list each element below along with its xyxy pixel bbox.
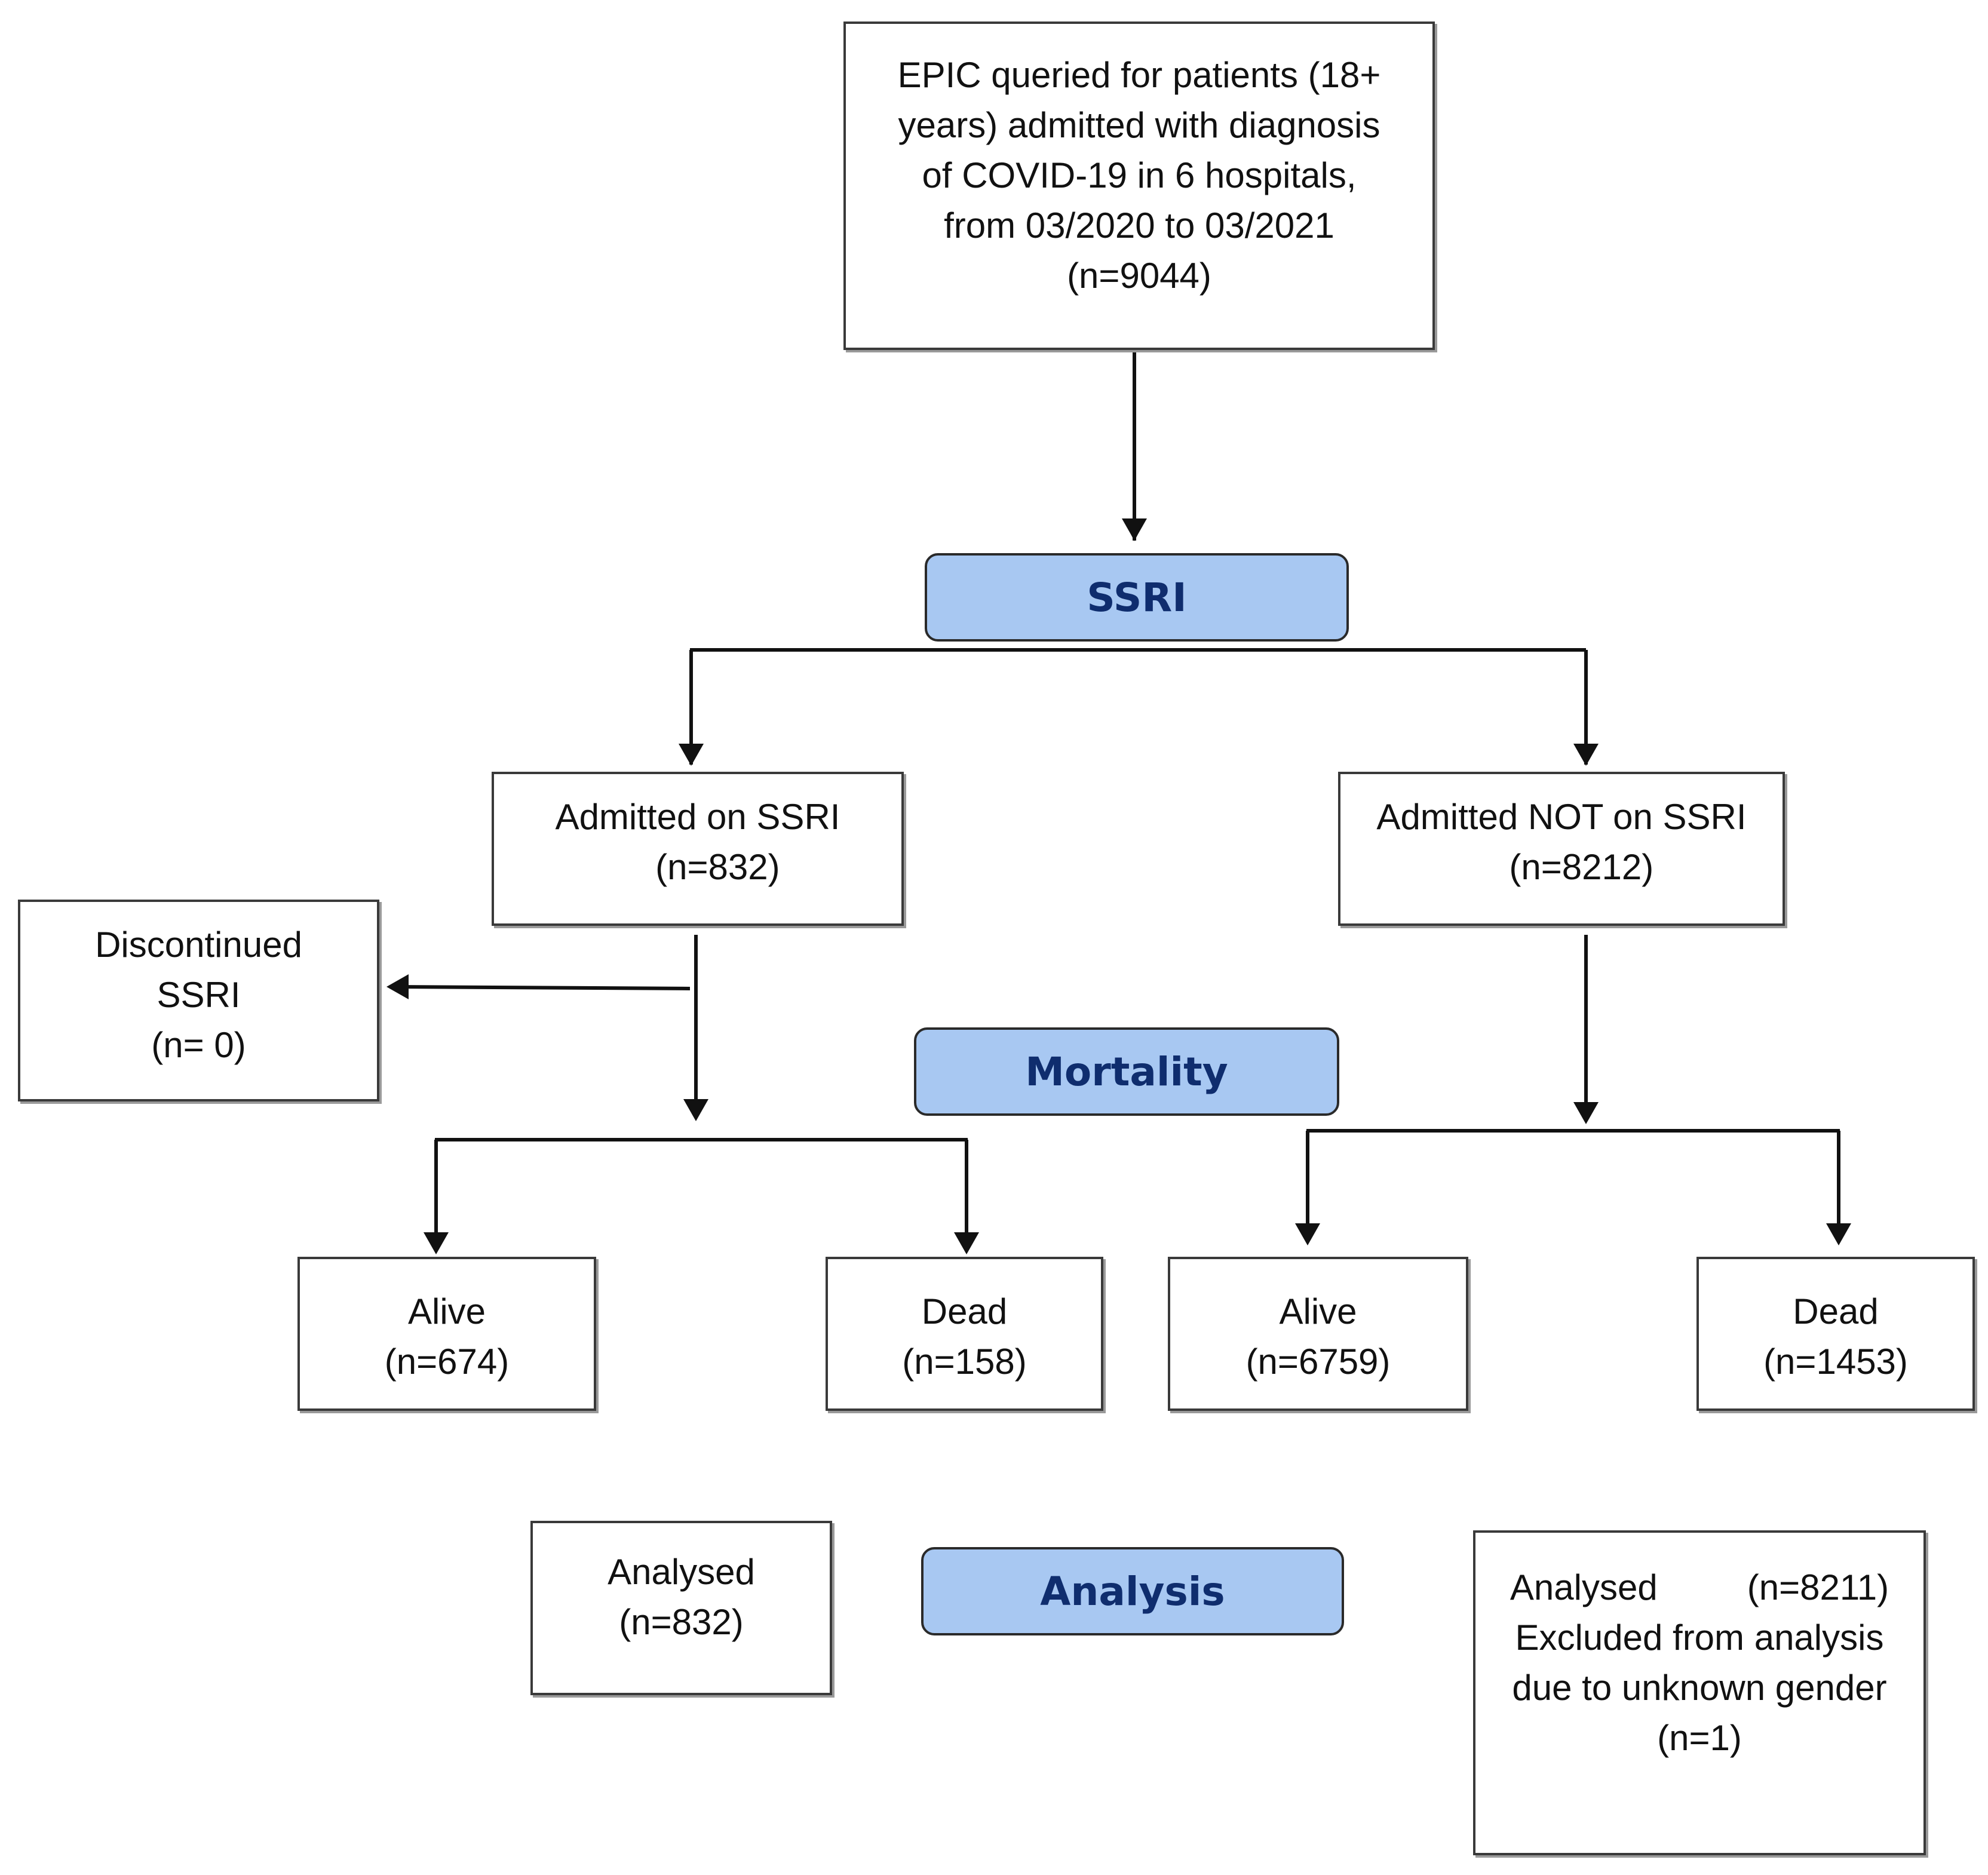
admitted-on-ssri-box: Admitted on SSRI (n=832) xyxy=(492,772,904,926)
nonssri-analysed-line-4: (n=1) xyxy=(1657,1718,1742,1758)
nonssri-analysed-line-2: Excluded from analysis xyxy=(1515,1618,1884,1658)
ssri-dead-box: Dead (n=158) xyxy=(826,1257,1103,1411)
source-line-5: (n=9044) xyxy=(1067,256,1211,296)
on-ssri-line-2: (n=832) xyxy=(615,847,780,887)
mortality-band: Mortality xyxy=(914,1027,1339,1116)
nonssri-dead-line-2: (n=1453) xyxy=(1763,1342,1908,1382)
nonssri-alive-line-1: Alive xyxy=(1279,1291,1357,1331)
mortality-band-label: Mortality xyxy=(1025,1048,1228,1095)
nonssri-dead-box: Dead (n=1453) xyxy=(1696,1257,1975,1411)
discontinued-line-3: (n= 0) xyxy=(151,1025,246,1065)
source-line-3: of COVID-19 in 6 hospitals, xyxy=(922,155,1357,195)
nonssri-alive-box: Alive (n=6759) xyxy=(1168,1257,1468,1411)
on-ssri-line-1: Admitted on SSRI xyxy=(555,797,840,837)
analysis-band: Analysis xyxy=(921,1547,1344,1635)
arrowhead-not-on-ssri xyxy=(1573,744,1599,766)
ssri-analysed-line-2: (n=832) xyxy=(619,1602,744,1642)
ssri-dead-line-2: (n=158) xyxy=(902,1342,1027,1382)
ssri-analysed-box: Analysed (n=832) xyxy=(530,1521,832,1695)
ssri-band-label: SSRI xyxy=(1087,574,1187,621)
arrowhead-ssri-mid xyxy=(683,1099,708,1121)
admitted-not-on-ssri-box: Admitted NOT on SSRI (n=8212) xyxy=(1338,772,1785,926)
discontinued-ssri-box: Discontinued SSRI (n= 0) xyxy=(18,900,379,1101)
arrowhead-nonssri-dead xyxy=(1826,1223,1851,1245)
nonssri-dead-line-1: Dead xyxy=(1793,1291,1879,1331)
nonssri-alive-line-2: (n=6759) xyxy=(1245,1342,1391,1382)
source-line-1: EPIC queried for patients (18+ xyxy=(897,55,1381,95)
nonssri-analysed-box: Analysed (n=8211) Excluded from analysis… xyxy=(1473,1530,1926,1855)
nonssri-analysed-line-3: due to unknown gender xyxy=(1512,1668,1887,1708)
nonssri-analysed-line-1: Analysed (n=8211) xyxy=(1510,1567,1889,1607)
not-on-ssri-line-1: Admitted NOT on SSRI xyxy=(1376,797,1747,837)
arrowhead-ssri-dead xyxy=(954,1232,979,1254)
source-line-2: years) admitted with diagnosis xyxy=(898,105,1380,145)
ssri-dead-line-1: Dead xyxy=(921,1291,1008,1331)
ssri-alive-box: Alive (n=674) xyxy=(297,1257,596,1411)
ssri-analysed-line-1: Analysed xyxy=(608,1552,755,1592)
ssri-band: SSRI xyxy=(925,553,1349,642)
arrowhead-ssri xyxy=(1122,518,1147,541)
discontinued-line-1: Discontinued xyxy=(95,925,302,965)
arrowhead-on-ssri xyxy=(679,744,704,766)
arrowhead-ssri-alive xyxy=(424,1232,449,1254)
analysis-band-label: Analysis xyxy=(1040,1568,1225,1615)
arrow-to-discontinued xyxy=(397,985,691,990)
arrowhead-nonssri-alive xyxy=(1295,1223,1320,1245)
discontinued-line-2: SSRI xyxy=(157,975,241,1015)
arrowhead-discontinued xyxy=(386,974,409,999)
ssri-alive-line-1: Alive xyxy=(407,1291,486,1331)
not-on-ssri-line-2: (n=8212) xyxy=(1469,847,1654,887)
arrowhead-nonssri-mid xyxy=(1573,1102,1599,1124)
source-line-4: from 03/2020 to 03/2021 xyxy=(944,205,1334,246)
source-box: EPIC queried for patients (18+ years) ad… xyxy=(843,22,1435,350)
ssri-alive-line-2: (n=674) xyxy=(384,1342,510,1382)
